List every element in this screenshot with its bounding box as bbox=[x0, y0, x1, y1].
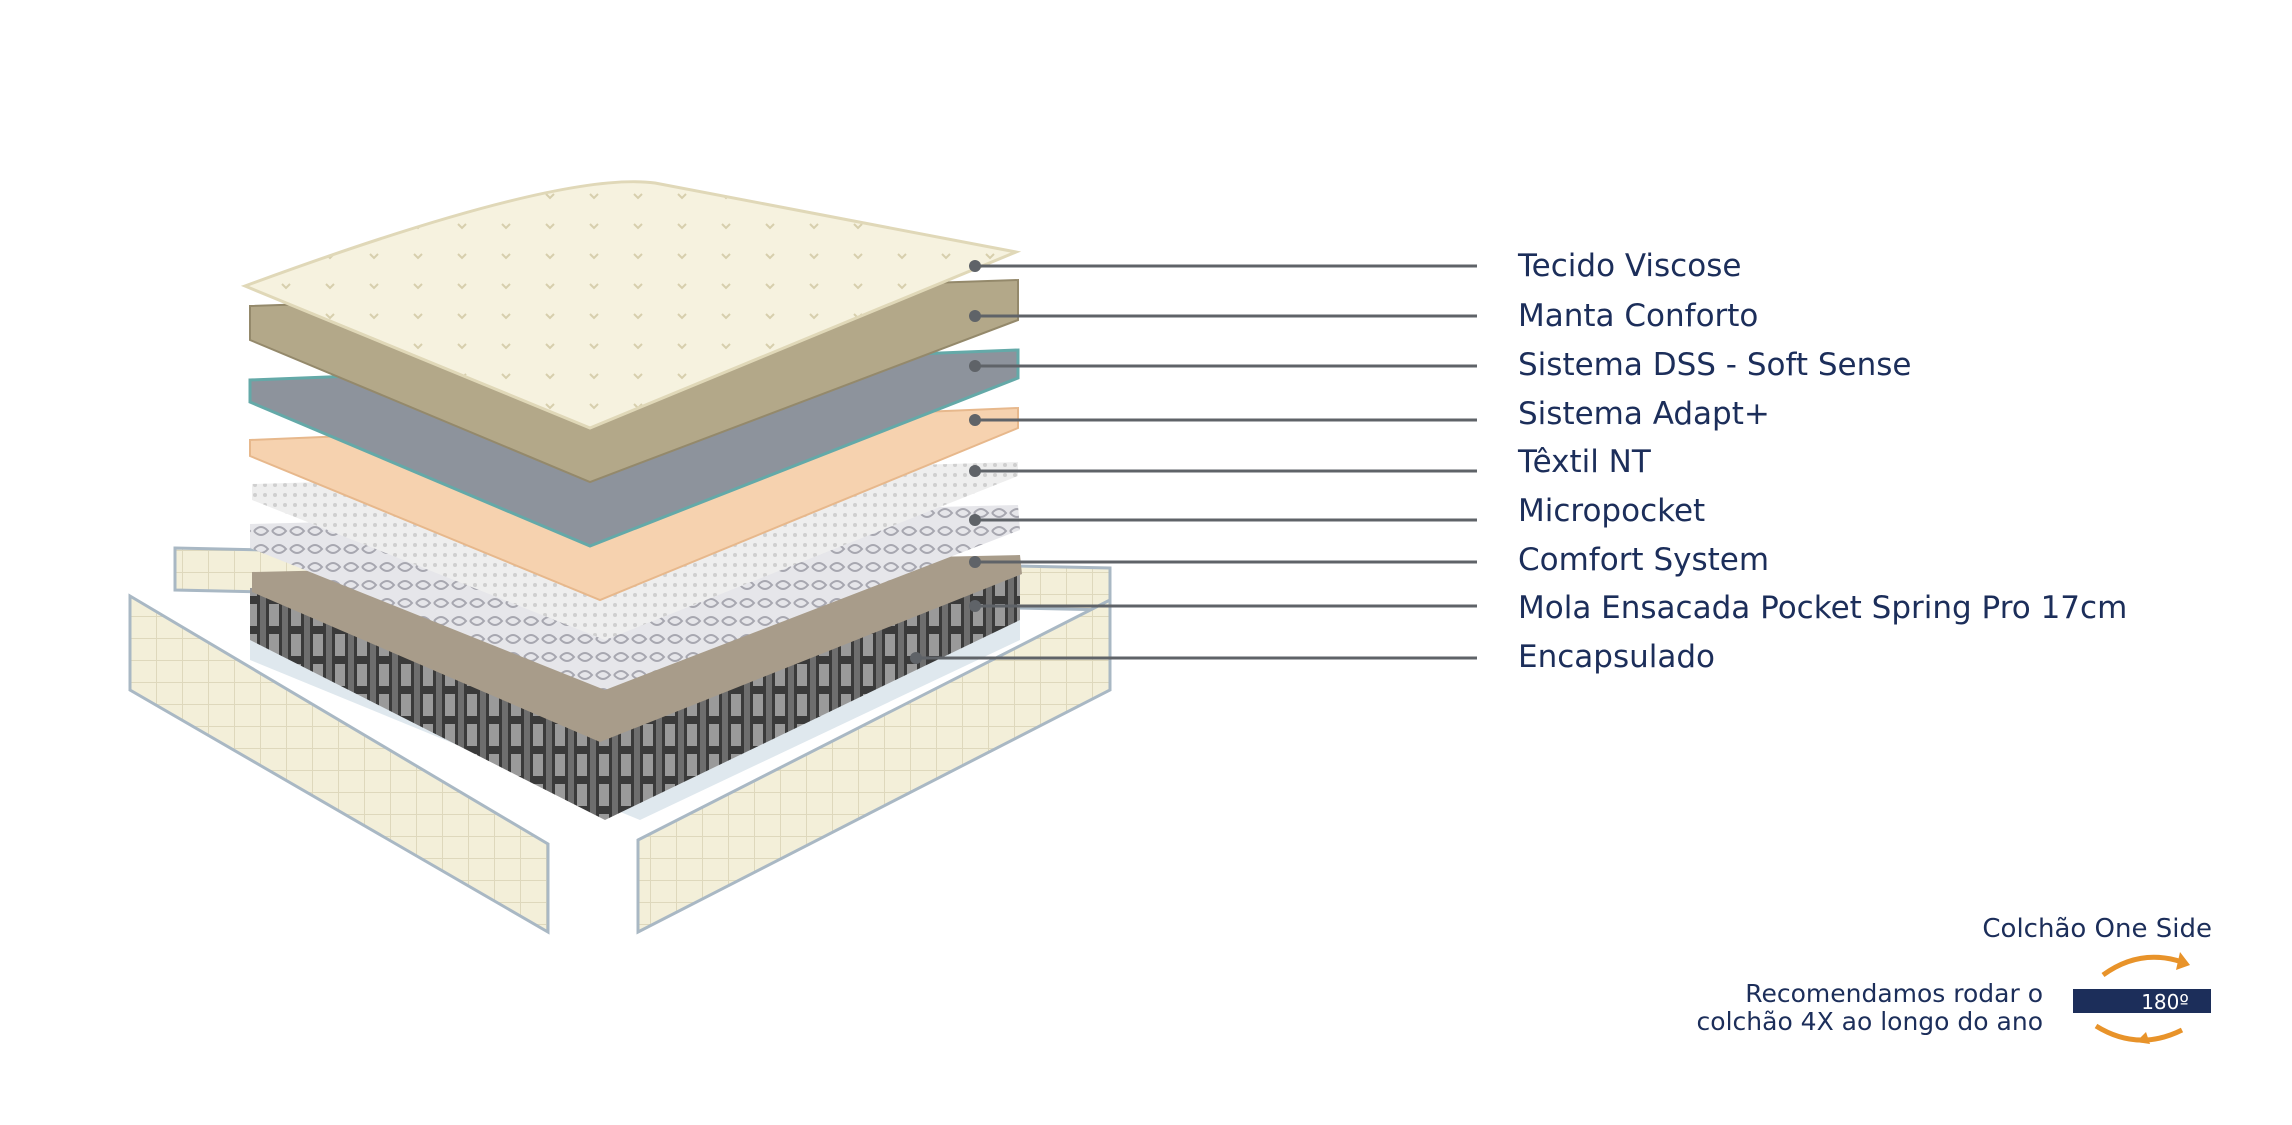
tecido-viscose-layer bbox=[240, 180, 1022, 430]
leader-pocket-spring bbox=[969, 600, 1477, 612]
leader-micropocket bbox=[969, 514, 1477, 526]
leader-adapt-plus bbox=[969, 414, 1477, 426]
rotate-arrow-bottom-icon bbox=[2094, 1023, 2184, 1043]
rotation-badge bbox=[2073, 952, 2211, 1044]
label-pocket-spring: Mola Ensacada Pocket Spring Pro 17cm bbox=[1518, 590, 2128, 626]
badge-bar bbox=[2073, 989, 2211, 1013]
label-comfort-system: Comfort System bbox=[1518, 542, 1770, 578]
badge-label: 180º bbox=[2141, 990, 2189, 1014]
label-manta-conforto: Manta Conforto bbox=[1518, 298, 1759, 334]
rotate-arrow-top-icon bbox=[2101, 954, 2183, 978]
leader-encapsulado bbox=[910, 652, 1477, 664]
leader-dss-soft-sense bbox=[969, 360, 1477, 372]
label-tecido-viscose: Tecido Viscose bbox=[1518, 248, 1742, 284]
leader-textil-nt bbox=[969, 465, 1477, 477]
rotation-recommendation: Recomendamos rodar o colchão 4X ao longo… bbox=[1643, 980, 2043, 1036]
leader-tecido-viscose bbox=[969, 260, 1477, 272]
rotation-line-1: Recomendamos rodar o bbox=[1745, 979, 2043, 1008]
frame-right-wall bbox=[636, 597, 1112, 935]
one-side-title: Colchão One Side bbox=[1982, 914, 2212, 944]
label-micropocket: Micropocket bbox=[1518, 493, 1706, 529]
leader-manta-conforto bbox=[969, 310, 1477, 322]
rotation-line-2: colchão 4X ao longo do ano bbox=[1696, 1007, 2043, 1036]
label-encapsulado: Encapsulado bbox=[1518, 639, 1716, 675]
label-adapt-plus: Sistema Adapt+ bbox=[1518, 396, 1770, 432]
label-textil-nt: Têxtil NT bbox=[1518, 444, 1651, 480]
label-dss-soft-sense: Sistema DSS - Soft Sense bbox=[1518, 347, 1912, 383]
leader-comfort-system bbox=[969, 556, 1477, 568]
frame-left-wall bbox=[128, 593, 550, 935]
leader-lines bbox=[910, 260, 1477, 664]
